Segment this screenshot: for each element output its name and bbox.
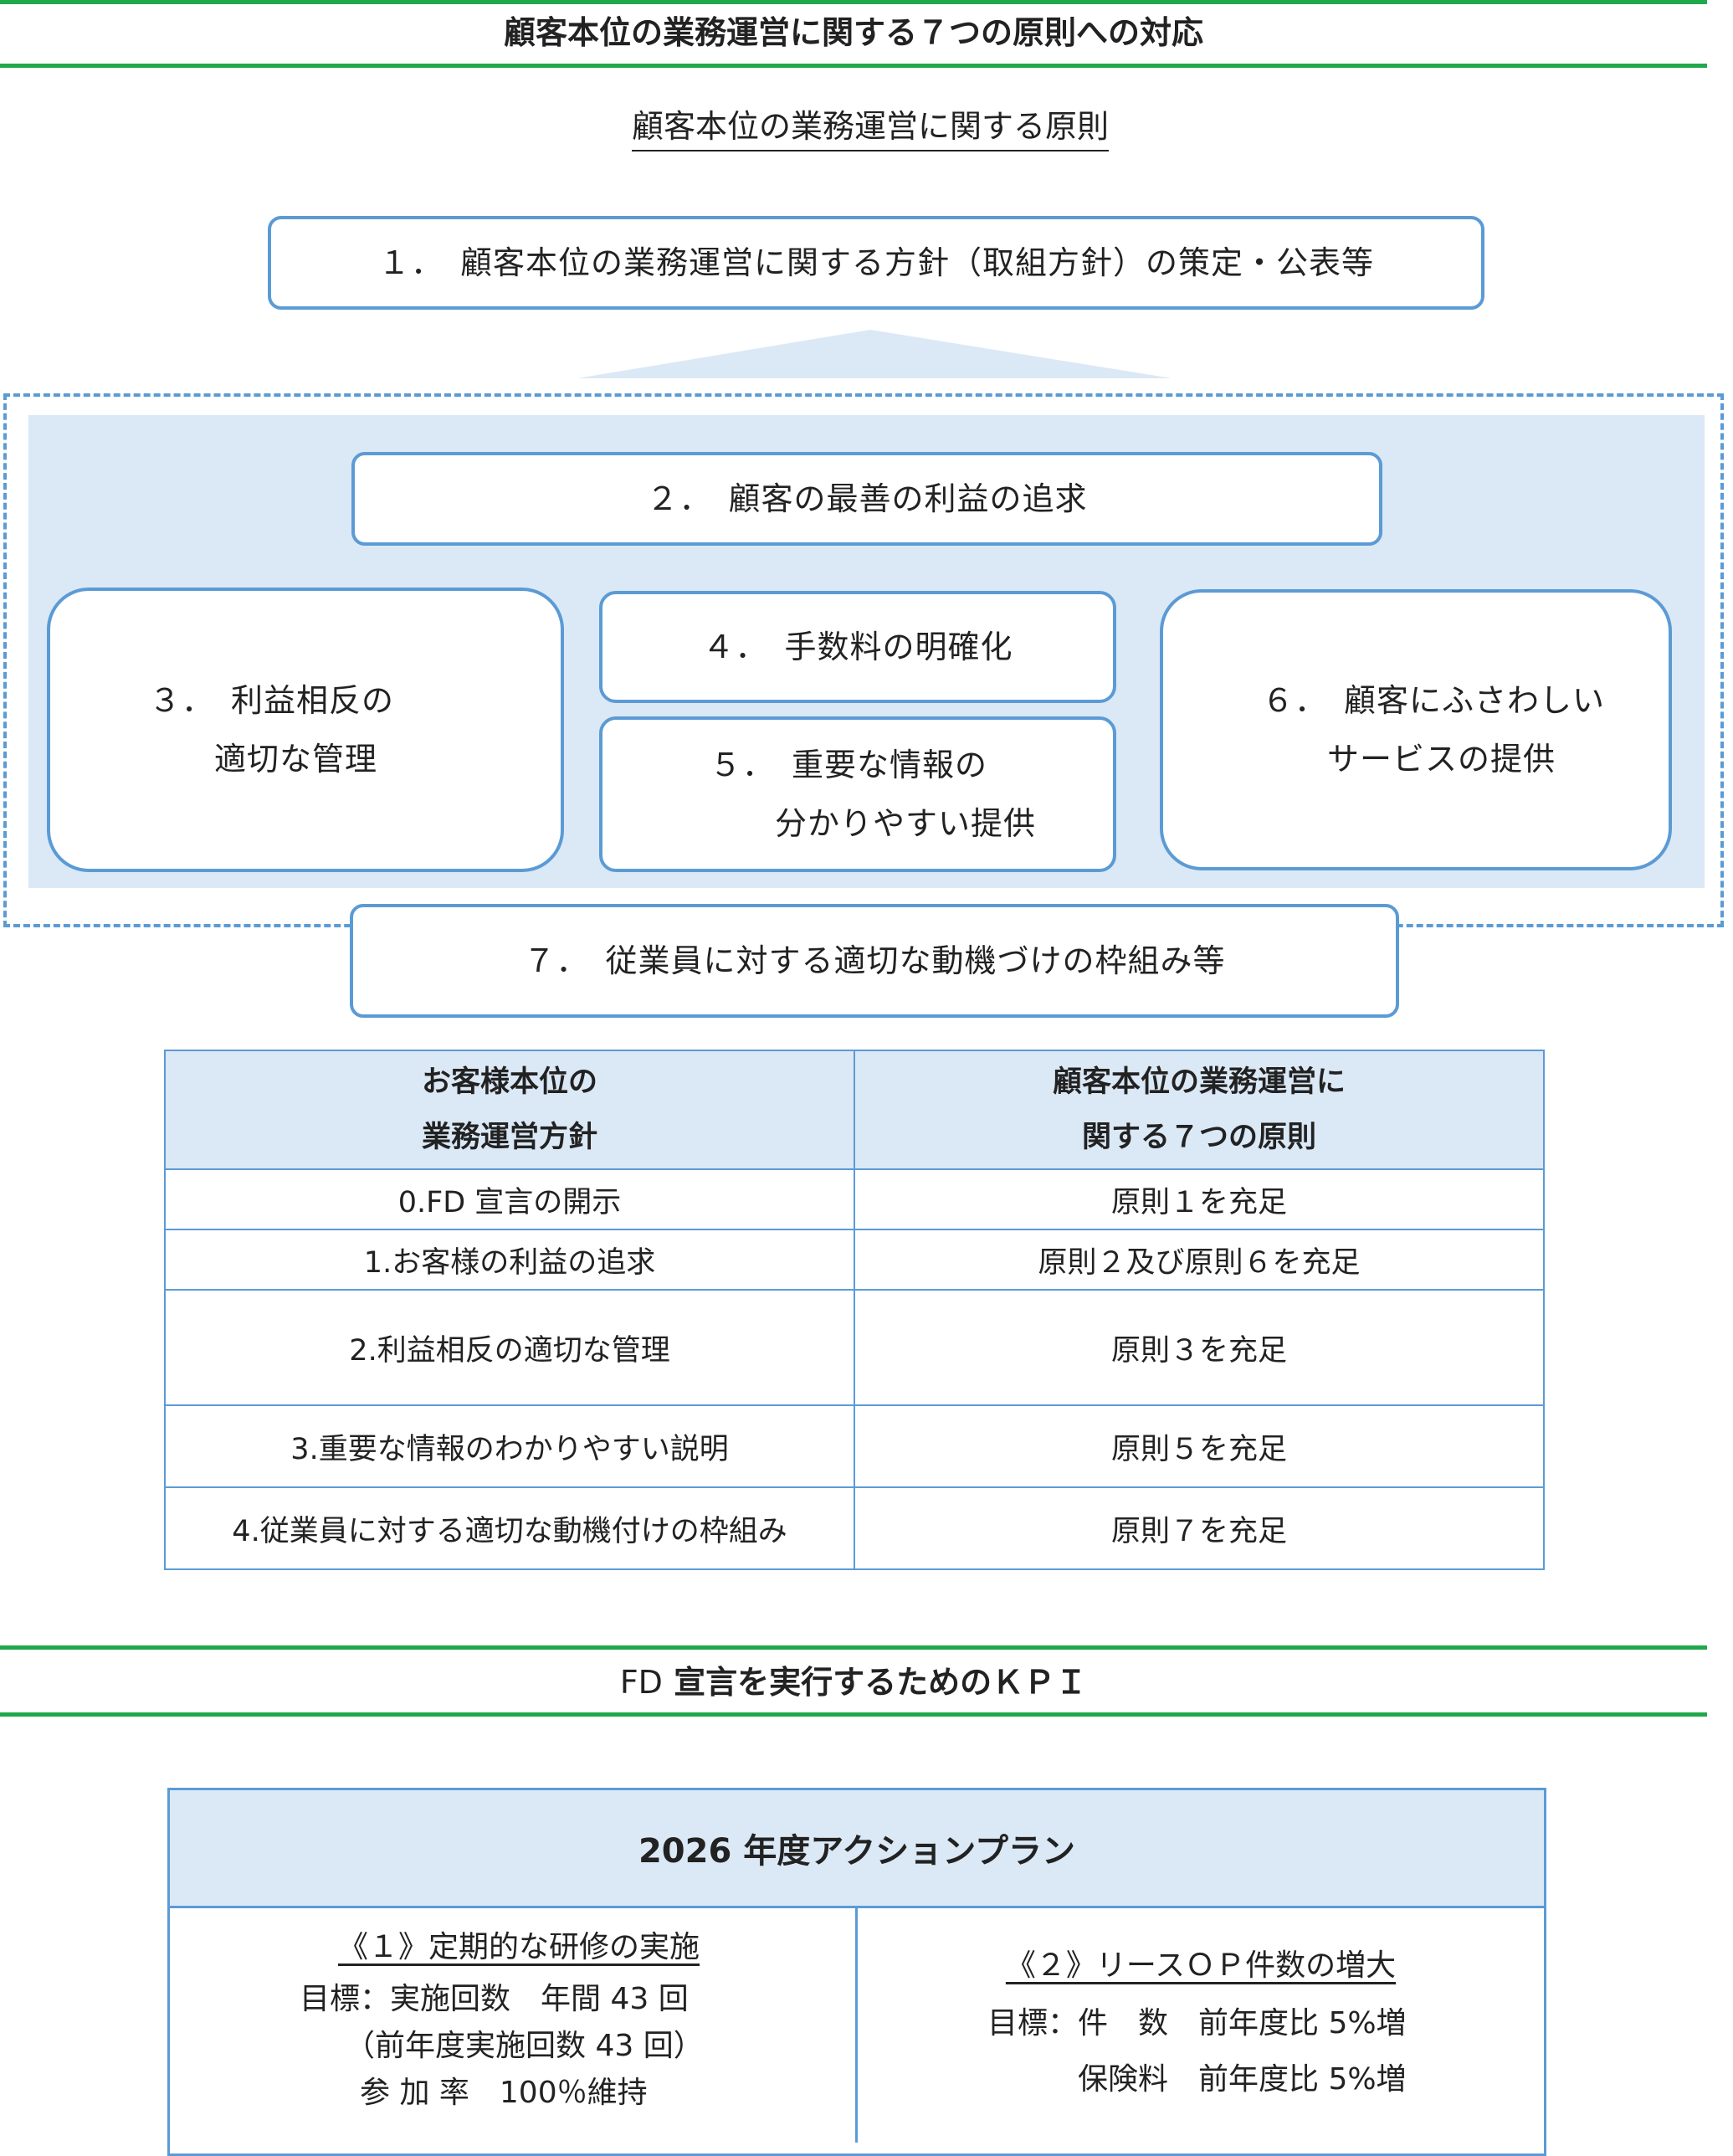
principles-subtitle-text: 顧客本位の業務運営に関する原則: [631, 108, 1109, 151]
principle-6-text: ６． 顧客にふさわしい サービスの提供: [1262, 681, 1606, 778]
section-title-principles: 顧客本位の業務運営に関する７つの原則への対応: [503, 14, 1203, 51]
table-cell: 原則５を充足: [854, 1404, 1545, 1488]
table-row: 2.利益相反の適切な管理 原則３を充足: [164, 1289, 1545, 1406]
upward-arrow: [577, 330, 1172, 378]
table-row: 0.FD 宣言の開示 原則１を充足: [164, 1168, 1545, 1230]
action-plan-left: 《１》定期的な研修の実施 目標：実施回数 年間 43 回 （前年度実施回数 43…: [176, 1911, 854, 2143]
table-cell: 3.重要な情報のわかりやすい説明: [164, 1404, 855, 1488]
table-cell: 原則１を充足: [854, 1168, 1545, 1230]
kpi-title-prefix: FD: [619, 1664, 663, 1701]
table-cell: 0.FD 宣言の開示: [164, 1168, 855, 1230]
plan-left-line: 参 加 率 100％維持: [300, 2075, 648, 2110]
plan-left-line: （前年度実施回数 43 回）: [300, 2028, 704, 2063]
principle-2-box: ２． 顧客の最善の利益の追求: [351, 452, 1382, 546]
top-rule: [0, 0, 1707, 4]
principle-6-box: ６． 顧客にふさわしい サービスの提供: [1160, 589, 1672, 870]
table-row: 4.従業員に対する適切な動機付けの枠組み 原則７を充足: [164, 1486, 1545, 1570]
table-cell: 原則２及び原則６を充足: [854, 1229, 1545, 1291]
principle-7-text: ７． 従業員に対する適切な動機づけの枠組み等: [523, 942, 1226, 979]
principle-1-text: １． 顧客本位の業務運営に関する方針（取組方針）の策定・公表等: [377, 244, 1374, 281]
table-header-principles: 顧客本位の業務運営に 関する７つの原則: [854, 1050, 1545, 1170]
table-cell: 2.利益相反の適切な管理: [164, 1289, 855, 1406]
principles-subtitle: 顧客本位の業務運営に関する原則: [0, 100, 1733, 151]
table-row: 3.重要な情報のわかりやすい説明 原則５を充足: [164, 1404, 1545, 1488]
action-plan-right: 《２》リースＯＰ件数の増大 目標：件 数 前年度比 5%増 保険料 前年度比 5…: [860, 1911, 1541, 2143]
action-plan-title: 2026 年度アクションプラン: [638, 1832, 1076, 1871]
action-plan-header: 2026 年度アクションプラン: [170, 1790, 1544, 1908]
table-cell: 原則３を充足: [854, 1289, 1545, 1406]
kpi-title-rest: 宣言を実行するためのＫＰＩ: [662, 1664, 1088, 1701]
principle-5-text: ５． 重要な情報の 分かりやすい提供: [710, 746, 1037, 842]
principle-5-box: ５． 重要な情報の 分かりやすい提供: [599, 716, 1116, 872]
table-cell: 原則７を充足: [854, 1486, 1545, 1570]
table-header-row: お客様本位の 業務運営方針 顧客本位の業務運営に 関する７つの原則: [164, 1050, 1545, 1170]
plan-right-heading-wrap: 《２》リースＯＰ件数の増大: [860, 1941, 1541, 1984]
principle-3-text: ３． 利益相反の 適切な管理: [149, 681, 395, 778]
plan-right-heading: 《２》リースＯＰ件数の増大: [1005, 1948, 1397, 1983]
table-cell: 1.お客様の利益の追求: [164, 1229, 855, 1291]
principle-4-text: ４． 手数料の明確化: [702, 628, 1013, 665]
policy-mapping-table: お客様本位の 業務運営方針 顧客本位の業務運営に 関する７つの原則 0.FD 宣…: [164, 1050, 1545, 1570]
principle-1-box: １． 顧客本位の業務運営に関する方針（取組方針）の策定・公表等: [268, 216, 1484, 310]
plan-right-line: 目標：件 数 前年度比 5%増: [987, 2006, 1407, 2041]
table-cell: 4.従業員に対する適切な動機付けの枠組み: [164, 1486, 855, 1570]
plan-left-body: 目標：実施回数 年間 43 回 （前年度実施回数 43 回） 参 加 率 100…: [176, 1976, 854, 2116]
plan-right-body: 目標：件 数 前年度比 5%増 保険料 前年度比 5%増: [860, 1996, 1541, 2107]
section-title-kpi: FD 宣言を実行するためのＫＰＩ: [0, 1659, 1707, 1706]
action-plan-divider: [855, 1908, 858, 2143]
plan-left-heading-wrap: 《１》定期的な研修の実施: [176, 1922, 854, 1966]
plan-right-line: 保険料 前年度比 5%増: [987, 2061, 1407, 2097]
principle-7-box: ７． 従業員に対する適切な動機づけの枠組み等: [350, 904, 1399, 1018]
kpi-top-rule: [0, 1645, 1707, 1650]
principle-4-box: ４． 手数料の明確化: [599, 591, 1116, 703]
kpi-bottom-rule: [0, 1712, 1707, 1717]
title-rule: [0, 64, 1707, 68]
principle-2-text: ２． 顧客の最善の利益の追求: [646, 480, 1088, 517]
table-row: 1.お客様の利益の追求 原則２及び原則６を充足: [164, 1229, 1545, 1291]
table-header-policy: お客様本位の 業務運営方針: [164, 1050, 855, 1170]
principle-3-box: ３． 利益相反の 適切な管理: [47, 588, 564, 872]
plan-left-line: 目標：実施回数 年間 43 回: [300, 1982, 689, 2016]
plan-left-heading: 《１》定期的な研修の実施: [337, 1930, 700, 1964]
